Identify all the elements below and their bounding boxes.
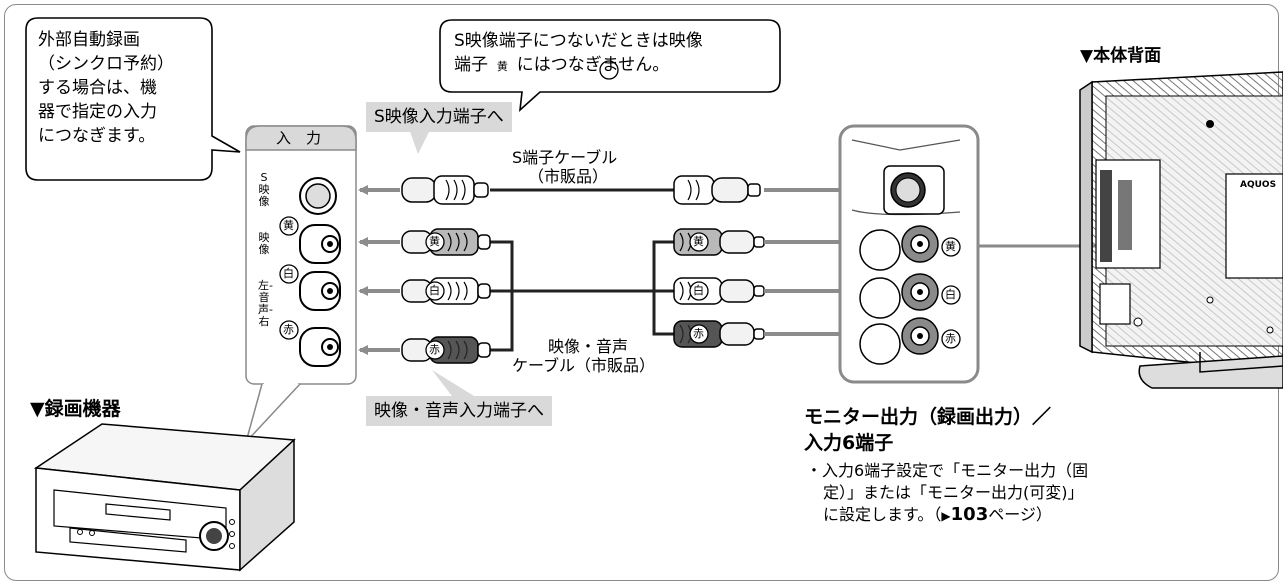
color-badge-circles xyxy=(279,60,961,360)
s-cable-sub-label: （市販品） xyxy=(528,167,609,186)
input-panel-header: 入 力 xyxy=(276,129,322,147)
s-video-note-part-b: にはつなぎません。 xyxy=(511,55,670,75)
page-reference-number: 103 xyxy=(950,504,989,525)
monitor-output-note: ・入力6端子設定で「モニター出力（固 定）」または「モニター出力(可変)」 に設… xyxy=(806,460,1088,527)
note-line3-text: に設定します。（ xyxy=(823,505,942,524)
badge-white-tv: 白 xyxy=(945,288,956,301)
av-label-pointer xyxy=(432,370,474,396)
badge-yellow-plug-right: 黄 xyxy=(693,235,704,248)
rca-plug-red-left xyxy=(401,336,491,364)
badge-red-panel: 赤 xyxy=(283,323,294,336)
rca-plug-red-right xyxy=(673,320,765,348)
s-cable-label: S端子ケーブル xyxy=(512,148,618,167)
s-video-note-text: S映像端子につないだときは映像 端子 黄 にはつなぎません。 xyxy=(454,29,703,79)
tv-back-label: ▼本体背面 xyxy=(1080,46,1162,66)
rca-plug-yellow-left xyxy=(401,228,491,256)
badge-yellow-tv: 黄 xyxy=(945,240,956,253)
cables xyxy=(490,188,674,352)
s-plug-right xyxy=(673,175,761,205)
callout-line: につなぎます。 xyxy=(38,126,156,146)
callout-line: （シンクロ予約） xyxy=(38,54,174,74)
av-input-label: 映像・音声入力端子へ xyxy=(366,396,552,426)
badge-white-panel: 白 xyxy=(283,267,294,280)
recorder-label: ▼録画機器 xyxy=(30,398,121,420)
callout-line: 外部自動録画 xyxy=(38,30,140,50)
badge-red-plug-right: 赤 xyxy=(693,327,704,340)
tv-back-illustration xyxy=(1079,71,1283,389)
rca-plug-white-left xyxy=(401,277,491,305)
rca-plug-yellow-right xyxy=(673,228,765,256)
external-recording-callout-text: 外部自動録画 （シンクロ予約） する場合は、機 器で指定の入力 につなぎます。 xyxy=(38,28,174,148)
badge-red-tv: 赤 xyxy=(945,332,956,345)
recorder-input-panel xyxy=(245,125,357,443)
badge-yellow-panel: 黄 xyxy=(283,219,294,232)
s-video-input-label: S映像入力端子へ xyxy=(366,102,512,132)
callout-line: 器で指定の入力 xyxy=(38,102,157,122)
s-video-note-line1: S映像端子につないだときは映像 xyxy=(454,31,703,51)
badge-red-plug-left: 赤 xyxy=(429,343,440,356)
jack-label-s-video: S映像 xyxy=(258,171,270,208)
s-video-note-badge: 黄 xyxy=(496,60,508,73)
recorder-illustration xyxy=(33,423,296,572)
tv-logo: AQUOS xyxy=(1240,180,1277,190)
page-ref-arrow-icon: ▶ xyxy=(941,509,951,523)
callout-line: する場合は、機 xyxy=(38,78,157,98)
monitor-output-title-line2: 入力6端子 xyxy=(804,432,894,454)
note-line3: に設定します。（▶103ページ） xyxy=(806,504,1088,527)
s-plug-left xyxy=(401,175,489,205)
badge-yellow-plug-left: 黄 xyxy=(429,235,440,248)
jack-label-audio: 左-音声-右 xyxy=(258,279,273,328)
s-video-note-line2: 端子 黄 にはつなぎません。 xyxy=(454,53,703,79)
external-recording-callout-bubble xyxy=(25,17,241,181)
tv-terminal-panel xyxy=(838,124,980,384)
av-cable-sub-label: ケーブル（市販品） xyxy=(512,356,656,375)
note-line2: 定）」または「モニター出力(可変)」 xyxy=(823,483,1084,502)
s-video-note-part-a: 端子 xyxy=(454,55,494,75)
note-line3-suffix: ページ） xyxy=(988,505,1052,524)
jack-label-video: 映像 xyxy=(258,231,270,256)
badge-white-plug-left: 白 xyxy=(429,284,440,297)
rca-plug-white-right xyxy=(673,277,765,305)
badge-white-plug-right: 白 xyxy=(693,284,704,297)
note-line1: ・入力6端子設定で「モニター出力（固 xyxy=(806,461,1089,480)
s-label-pointer xyxy=(408,126,432,154)
arrows-to-recorder xyxy=(358,185,400,355)
monitor-output-title-line1: モニター出力（録画出力）／ xyxy=(804,406,1052,428)
av-cable-label: 映像・音声 xyxy=(548,337,629,356)
